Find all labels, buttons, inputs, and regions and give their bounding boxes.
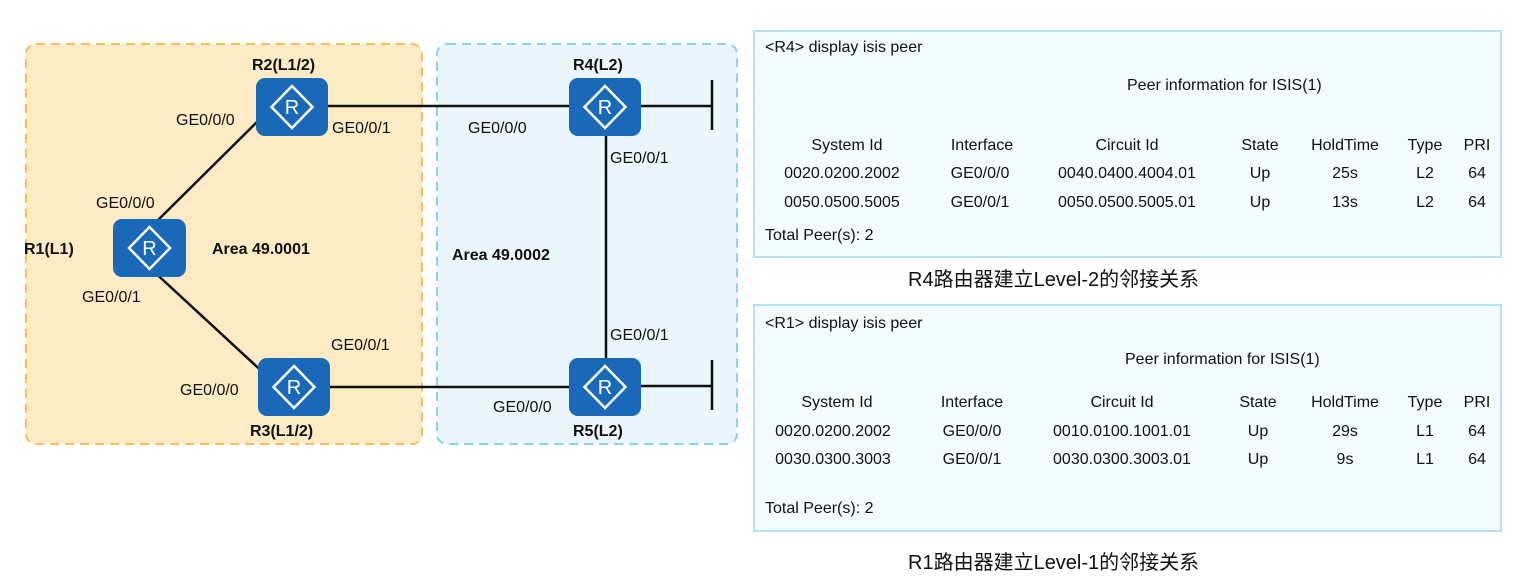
router-glyph: R <box>598 97 612 119</box>
router-r1[interactable]: R <box>113 219 186 277</box>
col-header-type: Type <box>1407 137 1443 154</box>
router-glyph: R <box>287 377 301 399</box>
if-label-r5-up: GE0/0/1 <box>610 327 669 344</box>
cell-circuit-id: 0010.0100.1001.01 <box>1053 423 1191 440</box>
cell-interface: GE0/0/1 <box>950 194 1010 211</box>
total-peers: Total Peer(s): 2 <box>765 227 874 244</box>
router-glyph: R <box>285 97 299 119</box>
cell-circuit-id: 0030.0300.3003.01 <box>1053 451 1191 468</box>
col-header-interface: Interface <box>950 137 1014 154</box>
area-49-0001-label: Area 49.0001 <box>212 241 310 258</box>
if-label-r3-right: GE0/0/1 <box>331 337 390 354</box>
cell-state: Up <box>1247 451 1269 468</box>
cell-pri: 64 <box>1468 165 1486 182</box>
col-header-pri: PRI <box>1463 137 1491 154</box>
cell-holdtime: 25s <box>1332 165 1358 182</box>
cell-system-id: 0030.0300.3003 <box>775 451 891 468</box>
area-49-0002-label: Area 49.0002 <box>452 247 550 264</box>
cell-type: L1 <box>1416 423 1434 440</box>
if-label-r2-right: GE0/0/1 <box>332 120 391 137</box>
col-header-state: State <box>1241 137 1279 154</box>
area-49-0001-box <box>25 43 423 445</box>
cell-state: Up <box>1249 165 1271 182</box>
cell-interface: GE0/0/0 <box>942 423 1002 440</box>
col-header-state: State <box>1239 394 1277 411</box>
router-r3-label: R3(L1/2) <box>250 423 313 440</box>
cell-interface: GE0/0/1 <box>942 451 1002 468</box>
if-label-r3-left: GE0/0/0 <box>180 382 239 399</box>
if-label-r2-left: GE0/0/0 <box>176 112 235 129</box>
link-r1-r3 <box>149 267 269 378</box>
router-icon <box>127 225 172 271</box>
command-line: <R4> display isis peer <box>765 39 923 56</box>
router-r2-label: R2(L1/2) <box>252 57 315 74</box>
cell-type: L1 <box>1416 451 1434 468</box>
isis-peer-panel-r1: <R1> display isis peer Peer information … <box>753 304 1502 532</box>
router-icon <box>269 84 315 130</box>
isis-peer-panel-r4: <R4> display isis peer Peer information … <box>753 30 1502 258</box>
router-r5[interactable]: R <box>569 358 641 416</box>
col-header-holdtime: HoldTime <box>1311 394 1379 411</box>
router-r1-label: R1(L1) <box>24 241 74 258</box>
cell-interface: GE0/0/0 <box>950 165 1010 182</box>
cell-pri: 64 <box>1468 423 1486 440</box>
router-r5-label: R5(L2) <box>573 423 623 440</box>
col-header-interface: Interface <box>940 394 1004 411</box>
col-header-circuit-id: Circuit Id <box>1090 394 1154 411</box>
panel-caption-r4: R4路由器建立Level-2的邻接关系 <box>908 269 1200 291</box>
router-icon <box>582 364 628 410</box>
panel-caption-r1: R1路由器建立Level-1的邻接关系 <box>908 552 1200 574</box>
cell-circuit-id: 0040.0400.4004.01 <box>1058 165 1196 182</box>
cell-holdtime: 9s <box>1336 451 1354 468</box>
router-glyph: R <box>598 377 612 399</box>
cell-type: L2 <box>1416 194 1434 211</box>
router-r4[interactable]: R <box>569 78 641 136</box>
router-icon <box>271 364 317 410</box>
link-r1-r2 <box>149 116 263 229</box>
col-header-holdtime: HoldTime <box>1311 137 1379 154</box>
cell-state: Up <box>1247 423 1269 440</box>
cell-circuit-id: 0050.0500.5005.01 <box>1058 194 1196 211</box>
total-peers: Total Peer(s): 2 <box>765 500 874 517</box>
router-r2[interactable]: R <box>256 78 328 136</box>
area-49-0002-box <box>436 43 738 445</box>
command-line: <R1> display isis peer <box>765 315 923 332</box>
col-header-type: Type <box>1407 394 1443 411</box>
router-icon <box>582 84 628 130</box>
router-r3[interactable]: R <box>258 358 330 416</box>
if-label-r1-down: GE0/0/1 <box>82 289 141 306</box>
panel-title: Peer information for ISIS(1) <box>1125 351 1320 368</box>
if-label-r4-left: GE0/0/0 <box>468 120 527 137</box>
router-r4-label: R4(L2) <box>573 57 623 74</box>
col-header-system-id: System Id <box>801 394 873 411</box>
cell-holdtime: 29s <box>1332 423 1358 440</box>
col-header-pri: PRI <box>1463 394 1491 411</box>
cell-type: L2 <box>1416 165 1434 182</box>
router-glyph: R <box>142 238 156 260</box>
cell-system-id: 0020.0200.2002 <box>775 423 891 440</box>
col-header-system-id: System Id <box>811 137 883 154</box>
panel-title: Peer information for ISIS(1) <box>1127 77 1322 94</box>
if-label-r1-up: GE0/0/0 <box>96 195 155 212</box>
col-header-circuit-id: Circuit Id <box>1095 137 1159 154</box>
cell-holdtime: 13s <box>1332 194 1358 211</box>
if-label-r5-left: GE0/0/0 <box>493 399 552 416</box>
cell-system-id: 0020.0200.2002 <box>784 165 900 182</box>
cell-state: Up <box>1249 194 1271 211</box>
cell-pri: 64 <box>1468 194 1486 211</box>
cell-pri: 64 <box>1468 451 1486 468</box>
cell-system-id: 0050.0500.5005 <box>784 194 900 211</box>
if-label-r4-down: GE0/0/1 <box>610 150 669 167</box>
topology-diagram: R R R R R R1(L1) R2(L1/2) R3(L1/2) R4(L2… <box>24 43 738 445</box>
